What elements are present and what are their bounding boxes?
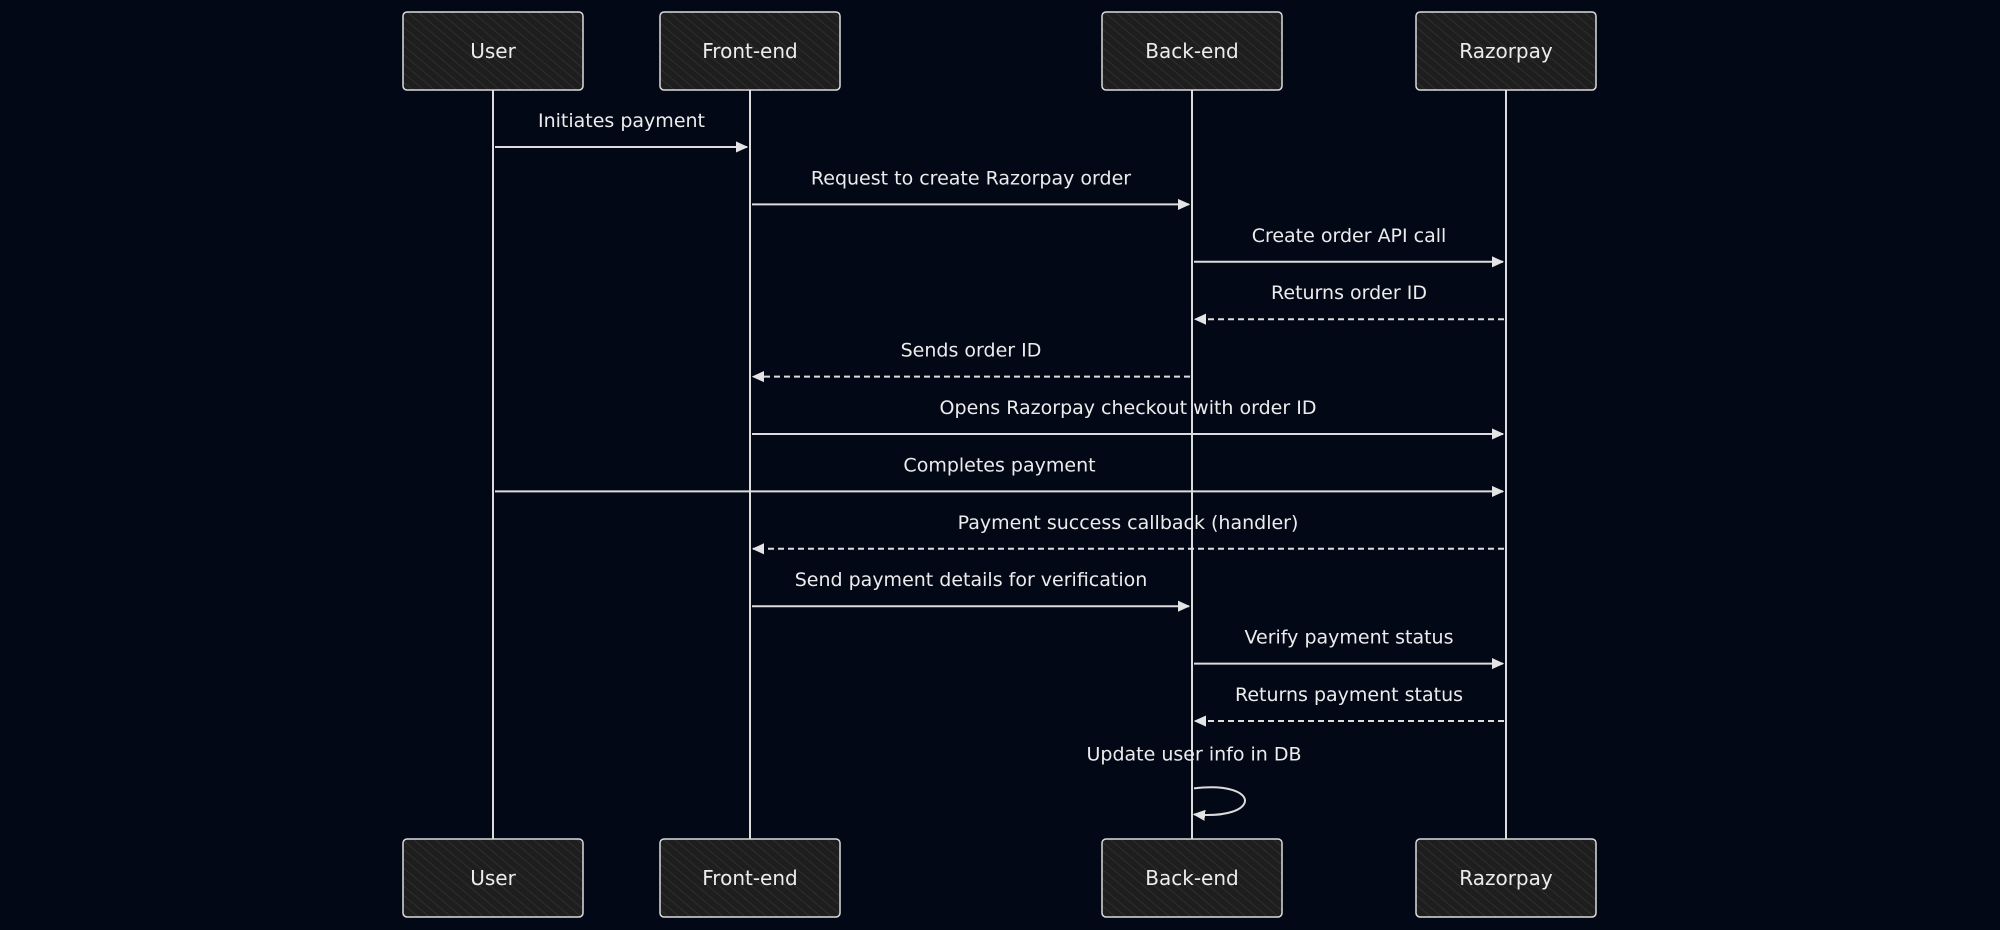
message-8: Payment success callback (handler) bbox=[753, 512, 1504, 549]
participant-label-backend-top: Back-end bbox=[1145, 39, 1238, 63]
participant-box-rect bbox=[1101, 11, 1283, 91]
participant-box-backend-top: Back-end bbox=[1101, 11, 1283, 91]
message-label: Returns payment status bbox=[1235, 684, 1463, 706]
message-12: Update user info in DB bbox=[1086, 743, 1302, 815]
participant-box-razorpay-top: Razorpay bbox=[1415, 11, 1597, 91]
participant-box-backend-bottom: Back-end bbox=[1101, 838, 1283, 918]
message-4: Returns order ID bbox=[1195, 282, 1504, 319]
participant-box-frontend-bottom: Front-end bbox=[659, 838, 841, 918]
message-label: Sends order ID bbox=[901, 340, 1042, 362]
message-label: Completes payment bbox=[903, 454, 1095, 476]
message-label: Update user info in DB bbox=[1086, 743, 1301, 765]
message-label: Initiates payment bbox=[538, 110, 705, 132]
message-label: Returns order ID bbox=[1271, 282, 1427, 304]
message-label: Payment success callback (handler) bbox=[958, 512, 1299, 534]
message-label: Opens Razorpay checkout with order ID bbox=[940, 397, 1317, 419]
participants: UserUserFront-endFront-endBack-endBack-e… bbox=[402, 11, 1597, 918]
lifelines bbox=[492, 90, 1507, 839]
message-1: Initiates payment bbox=[495, 110, 747, 147]
participant-label-frontend-bottom: Front-end bbox=[702, 866, 797, 890]
message-6: Opens Razorpay checkout with order ID bbox=[752, 397, 1503, 434]
participant-box-rect bbox=[1415, 11, 1597, 91]
message-5: Sends order ID bbox=[753, 340, 1190, 377]
message-self-loop bbox=[1194, 786, 1246, 815]
participant-box-razorpay-bottom: Razorpay bbox=[1415, 838, 1597, 918]
participant-box-rect bbox=[1101, 838, 1283, 918]
message-7: Completes payment bbox=[495, 454, 1503, 491]
participant-box-user-bottom: User bbox=[402, 838, 584, 918]
participant-box-rect bbox=[659, 11, 841, 91]
participant-box-rect bbox=[402, 838, 584, 918]
message-9: Send payment details for verification bbox=[752, 569, 1189, 606]
participant-label-user-top: User bbox=[470, 39, 516, 63]
message-2: Request to create Razorpay order bbox=[752, 167, 1189, 204]
participant-box-rect bbox=[1415, 838, 1597, 918]
message-10: Verify payment status bbox=[1194, 627, 1503, 664]
participant-box-rect bbox=[659, 838, 841, 918]
message-label: Send payment details for verification bbox=[795, 569, 1148, 591]
message-label: Request to create Razorpay order bbox=[811, 167, 1131, 189]
participant-box-user-top: User bbox=[402, 11, 584, 91]
participant-box-frontend-top: Front-end bbox=[659, 11, 841, 91]
participant-label-razorpay-bottom: Razorpay bbox=[1459, 866, 1553, 890]
participant-label-razorpay-top: Razorpay bbox=[1459, 39, 1553, 63]
message-3: Create order API call bbox=[1194, 225, 1503, 262]
participant-label-backend-bottom: Back-end bbox=[1145, 866, 1238, 890]
message-label: Create order API call bbox=[1252, 225, 1447, 247]
participant-label-frontend-top: Front-end bbox=[702, 39, 797, 63]
message-11: Returns payment status bbox=[1195, 684, 1504, 721]
participant-label-user-bottom: User bbox=[470, 866, 516, 890]
participant-box-rect bbox=[402, 11, 584, 91]
message-label: Verify payment status bbox=[1245, 627, 1454, 649]
